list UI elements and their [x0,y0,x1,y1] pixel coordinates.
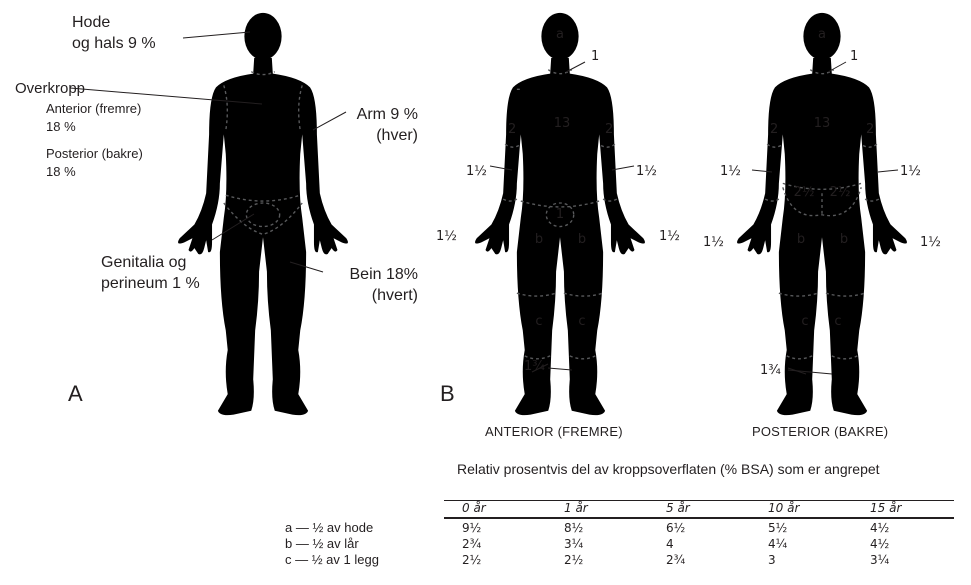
panel-b-letter: B [440,381,455,407]
table-row: 2½ 2½ 2¾ 3 3¼ [444,551,954,567]
leg-label-line1: Bein 18% [326,264,418,285]
front-upper-arm-right-region: 2 [605,122,613,137]
arm-label-line2: (hver) [346,125,418,146]
back-foot-region: 1¾ [760,363,781,378]
back-leg-left-region: c [801,314,808,329]
arm-label-line1: Arm 9 % [346,104,418,125]
col-header: 5 år [648,501,750,519]
front-thigh-left-region: b [535,232,543,247]
anterior-caption: ANTERIOR (FREMRE) [485,424,623,439]
genitalia-label-line1: Genitalia og [101,252,200,273]
table-cell: 8½ [546,518,648,535]
front-leg-left-region: c [535,314,542,329]
posterior-caption: POSTERIOR (BAKRE) [752,424,888,439]
key-row-b: b — ½ av lår [285,536,379,552]
back-buttock-right-region: 2½ [830,185,851,200]
back-head-region: a [818,27,826,42]
table-cell: 4 [648,535,750,551]
front-thigh-right-region: b [578,232,586,247]
table-cell: 2¾ [444,535,546,551]
front-upper-arm-left-region: 2 [508,122,516,137]
leg-label-line2: (hvert) [326,285,418,306]
col-header: 15 år [852,501,954,519]
key-row-a: a — ½ av hode [285,520,379,536]
panel-a-letter: A [68,381,83,407]
trunk-label: Overkropp [15,79,85,98]
key-row-c: c — ½ av 1 legg [285,552,379,568]
trunk-anterior-line1: Anterior (fremre) [46,100,141,118]
trunk-anterior-label: Anterior (fremre) 18 % [46,100,141,136]
col-header: 0 år [444,501,546,519]
table-row: 9½ 8½ 6½ 5½ 4½ [444,518,954,535]
genitalia-label-line2: perineum 1 % [101,273,200,294]
head-neck-label-line1: Hode [72,12,156,33]
table-cell: 3¼ [546,535,648,551]
front-trunk-region: 13 [554,116,571,131]
back-forearm-right-region: 1½ [900,164,921,179]
front-neck-region: 1 [591,49,599,64]
front-hand-right-region: 1½ [659,229,680,244]
figure-a [178,13,348,415]
back-neck-region: 1 [850,49,858,64]
back-trunk-region: 13 [814,116,831,131]
trunk-anterior-line2: 18 % [46,118,141,136]
table-cell: 3¼ [852,551,954,567]
table-cell: 4½ [852,535,954,551]
bsa-table: 0 år 1 år 5 år 10 år 15 år 9½ 8½ 6½ 5½ 4… [444,500,954,567]
table-cell: 2¾ [648,551,750,567]
back-thigh-left-region: b [797,232,805,247]
table-cell: 3 [750,551,852,567]
back-upper-arm-left-region: 2 [770,122,778,137]
front-forearm-right-region: 1½ [636,164,657,179]
back-buttock-left-region: 2½ [794,185,815,200]
table-header-row: 0 år 1 år 5 år 10 år 15 år [444,501,954,519]
region-key: a — ½ av hode b — ½ av lår c — ½ av 1 le… [285,520,379,568]
back-hand-right-region: 1½ [920,235,941,250]
trunk-posterior-label: Posterior (bakre) 18 % [46,145,143,181]
figure-b-posterior [737,13,907,415]
trunk-posterior-line2: 18 % [46,163,143,181]
front-foot-region: 1¾ [524,359,545,374]
front-head-region: a [556,27,564,42]
table-cell: 9½ [444,518,546,535]
front-forearm-left-region: 1½ [466,164,487,179]
leg-label: Bein 18% (hvert) [326,264,418,306]
genitalia-label: Genitalia og perineum 1 % [101,252,200,294]
table-cell: 4½ [852,518,954,535]
head-neck-label-line2: og hals 9 % [72,33,156,54]
back-thigh-right-region: b [840,232,848,247]
col-header: 10 år [750,501,852,519]
table-row: 2¾ 3¼ 4 4¼ 4½ [444,535,954,551]
back-hand-left-region: 1½ [703,235,724,250]
table-cell: 6½ [648,518,750,535]
arm-label: Arm 9 % (hver) [346,104,418,146]
table-cell: 5½ [750,518,852,535]
back-forearm-left-region: 1½ [720,164,741,179]
back-leg-right-region: c [834,314,841,329]
head-neck-label: Hode og hals 9 % [72,12,156,54]
table-cell: 2½ [444,551,546,567]
trunk-posterior-line1: Posterior (bakre) [46,145,143,163]
front-leg-right-region: c [578,314,585,329]
col-header: 1 år [546,501,648,519]
table-cell: 2½ [546,551,648,567]
back-upper-arm-right-region: 2 [866,122,874,137]
front-hand-left-region: 1½ [436,229,457,244]
front-genitals-region: 1 [556,207,564,222]
table-cell: 4¼ [750,535,852,551]
table-title: Relativ prosentvis del av kroppsoverflat… [457,460,880,479]
